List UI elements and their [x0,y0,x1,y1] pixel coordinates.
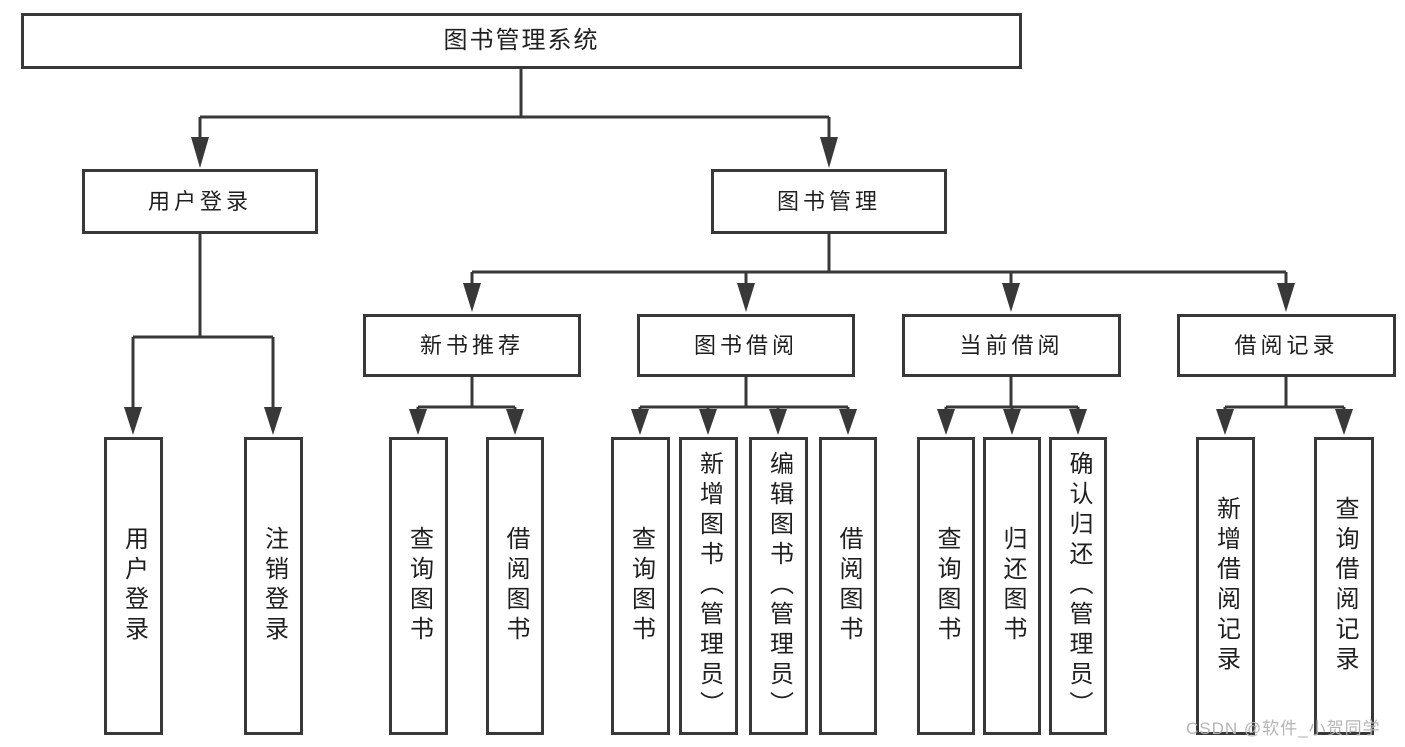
leaf-return-book: 归还图书 [983,437,1041,735]
leaf-borrow-books-recommend: 借阅图书 [486,437,544,735]
leaf-query-books-recommend-label: 查询图书 [405,526,433,646]
root-node-library-management-system: 图书管理系统 [21,13,1022,69]
node-user-login: 用户登录 [82,169,318,234]
leaf-confirm-return-admin: 确认归还（管理员） [1049,437,1107,735]
watermark: CSDN @软件_小贺同学 [1186,719,1381,738]
node-borrowing-records: 借阅记录 [1177,314,1396,377]
node-book-management-label: 图书管理 [776,188,881,214]
leaf-add-borrow-record: 新增借阅记录 [1196,437,1255,735]
node-new-book-recommend: 新书推荐 [363,314,581,377]
leaf-edit-book-admin-label: 编辑图书（管理员） [765,451,793,721]
leaf-edit-book-admin: 编辑图书（管理员） [749,437,808,735]
leaf-logout-label: 注销登录 [260,526,288,646]
leaf-query-borrow-record: 查询借阅记录 [1314,437,1374,735]
leaf-add-book-admin: 新增图书（管理员） [679,437,738,735]
node-book-borrowing: 图书借阅 [637,314,855,377]
node-book-borrowing-label: 图书借阅 [693,332,798,358]
node-user-login-label: 用户登录 [147,188,252,214]
leaf-query-borrow-record-label: 查询借阅记录 [1331,496,1358,676]
node-book-management: 图书管理 [711,169,947,234]
leaf-logout: 注销登录 [244,437,303,735]
leaf-borrow-books-recommend-label: 借阅图书 [502,526,529,646]
leaf-add-borrow-record-label: 新增借阅记录 [1212,496,1240,676]
root-node-label: 图书管理系统 [443,27,600,54]
node-current-borrowing: 当前借阅 [902,314,1121,377]
leaf-query-books-current-label: 查询图书 [933,526,960,646]
leaf-user-login-label: 用户登录 [120,526,148,646]
leaf-confirm-return-admin-label: 确认归还（管理员） [1065,451,1092,721]
leaf-query-books-borrowing-label: 查询图书 [627,526,655,646]
leaf-query-books-current: 查询图书 [917,437,975,735]
node-borrowing-records-label: 借阅记录 [1234,332,1339,358]
leaf-query-books-recommend: 查询图书 [389,437,448,735]
node-new-book-recommend-label: 新书推荐 [419,332,524,358]
leaf-query-books-borrowing: 查询图书 [611,437,670,735]
node-current-borrowing-label: 当前借阅 [959,332,1064,358]
leaf-borrow-books-borrowing: 借阅图书 [819,437,877,735]
leaf-borrow-books-borrowing-label: 借阅图书 [835,526,862,646]
leaf-user-login: 用户登录 [104,437,163,735]
leaf-return-book-label: 归还图书 [999,526,1026,646]
leaf-add-book-admin-label: 新增图书（管理员） [695,451,723,721]
